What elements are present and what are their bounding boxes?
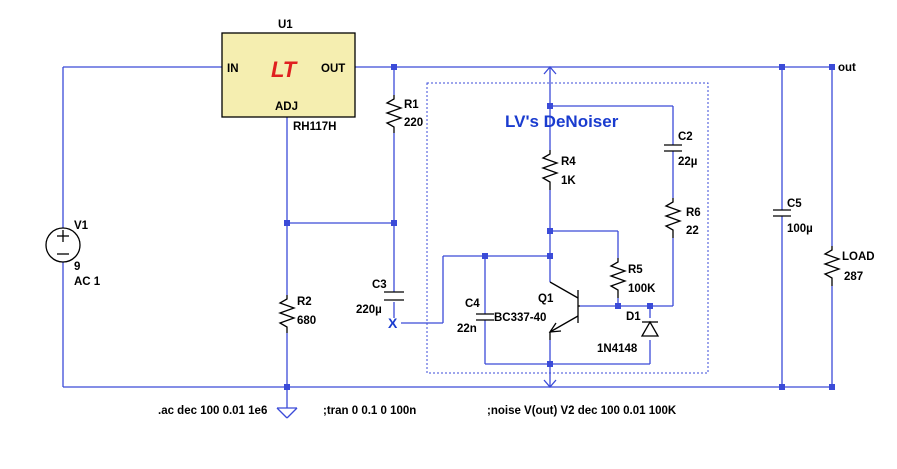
resistor-r6[interactable]: R6 22 bbox=[664, 198, 701, 238]
r4-value: 1K bbox=[561, 175, 576, 187]
directive-tran: ;tran 0 0.1 0 100n bbox=[323, 405, 416, 417]
capacitor-c5[interactable]: C5 100µ bbox=[773, 198, 813, 235]
denoiser-title: LV's DeNoiser bbox=[505, 112, 619, 131]
q1-value: BC337-40 bbox=[494, 312, 546, 324]
c5-ref: C5 bbox=[787, 198, 802, 210]
v1-ac: AC 1 bbox=[74, 276, 101, 288]
net-label-out: out bbox=[838, 62, 856, 74]
directive-noise: ;noise V(out) V2 dec 100 0.01 100K bbox=[487, 405, 677, 417]
c4-ref: C4 bbox=[465, 298, 480, 310]
c5-value: 100µ bbox=[787, 223, 813, 235]
regulator-pin-adj: ADJ bbox=[275, 101, 298, 113]
v1-value: 9 bbox=[74, 261, 80, 273]
capacitor-c2[interactable]: C2 22µ bbox=[664, 131, 697, 168]
gnd-port-arrow bbox=[543, 379, 557, 388]
resistor-r4[interactable]: R4 1K bbox=[541, 150, 576, 190]
out-port-arrow bbox=[543, 66, 557, 75]
transistor-q1[interactable]: Q1 BC337-40 bbox=[494, 281, 580, 340]
r4-ref: R4 bbox=[561, 156, 576, 168]
resistor-r2[interactable]: R2 680 bbox=[278, 295, 316, 333]
source-v1[interactable]: V1 9 AC 1 bbox=[45, 220, 101, 288]
r2-value: 680 bbox=[297, 315, 316, 327]
capacitor-c4[interactable]: C4 22n bbox=[457, 298, 494, 335]
r2-ref: R2 bbox=[297, 296, 312, 308]
regulator-pin-in: IN bbox=[227, 63, 239, 75]
load-value: 287 bbox=[844, 271, 863, 283]
regulator-body bbox=[221, 32, 356, 118]
c4-value: 22n bbox=[457, 323, 477, 335]
r5-value: 100K bbox=[628, 283, 656, 295]
r6-value: 22 bbox=[686, 225, 699, 237]
regulator-ref: U1 bbox=[278, 19, 293, 31]
denoiser-boundary bbox=[426, 82, 709, 374]
regulator-part: RH117H bbox=[293, 121, 336, 133]
v1-ref: V1 bbox=[74, 220, 89, 232]
ground-icon bbox=[276, 407, 298, 419]
regulator-pin-out: OUT bbox=[321, 63, 345, 75]
r5-ref: R5 bbox=[628, 264, 643, 276]
c3-ref: C3 bbox=[372, 279, 387, 291]
d1-ref: D1 bbox=[626, 311, 641, 323]
r1-value: 220 bbox=[404, 117, 423, 129]
resistor-r5[interactable]: R5 100K bbox=[609, 258, 656, 298]
directive-ac: .ac dec 100 0.01 1e6 bbox=[158, 405, 267, 417]
diode-d1[interactable]: D1 1N4148 bbox=[597, 311, 660, 355]
c3-value: 220µ bbox=[356, 304, 382, 316]
d1-value: 1N4148 bbox=[597, 343, 638, 355]
resistor-r1[interactable]: R1 220 bbox=[385, 95, 423, 133]
q1-ref: Q1 bbox=[538, 293, 554, 305]
lt-logo-icon: LT bbox=[271, 57, 298, 82]
x-mark: X bbox=[388, 315, 398, 331]
capacitor-c3[interactable]: C3 220µ bbox=[356, 279, 404, 316]
resistor-load[interactable]: LOAD 287 bbox=[823, 246, 875, 286]
r1-ref: R1 bbox=[404, 99, 419, 111]
wires bbox=[62, 66, 833, 408]
regulator-u1[interactable]: U1 IN OUT ADJ LT RH117H bbox=[221, 19, 356, 133]
load-ref: LOAD bbox=[842, 251, 875, 263]
source-circle-icon bbox=[45, 227, 81, 263]
r6-ref: R6 bbox=[686, 207, 701, 219]
junction-dots bbox=[284, 64, 835, 390]
c2-ref: C2 bbox=[678, 131, 693, 143]
c2-value: 22µ bbox=[678, 156, 697, 168]
